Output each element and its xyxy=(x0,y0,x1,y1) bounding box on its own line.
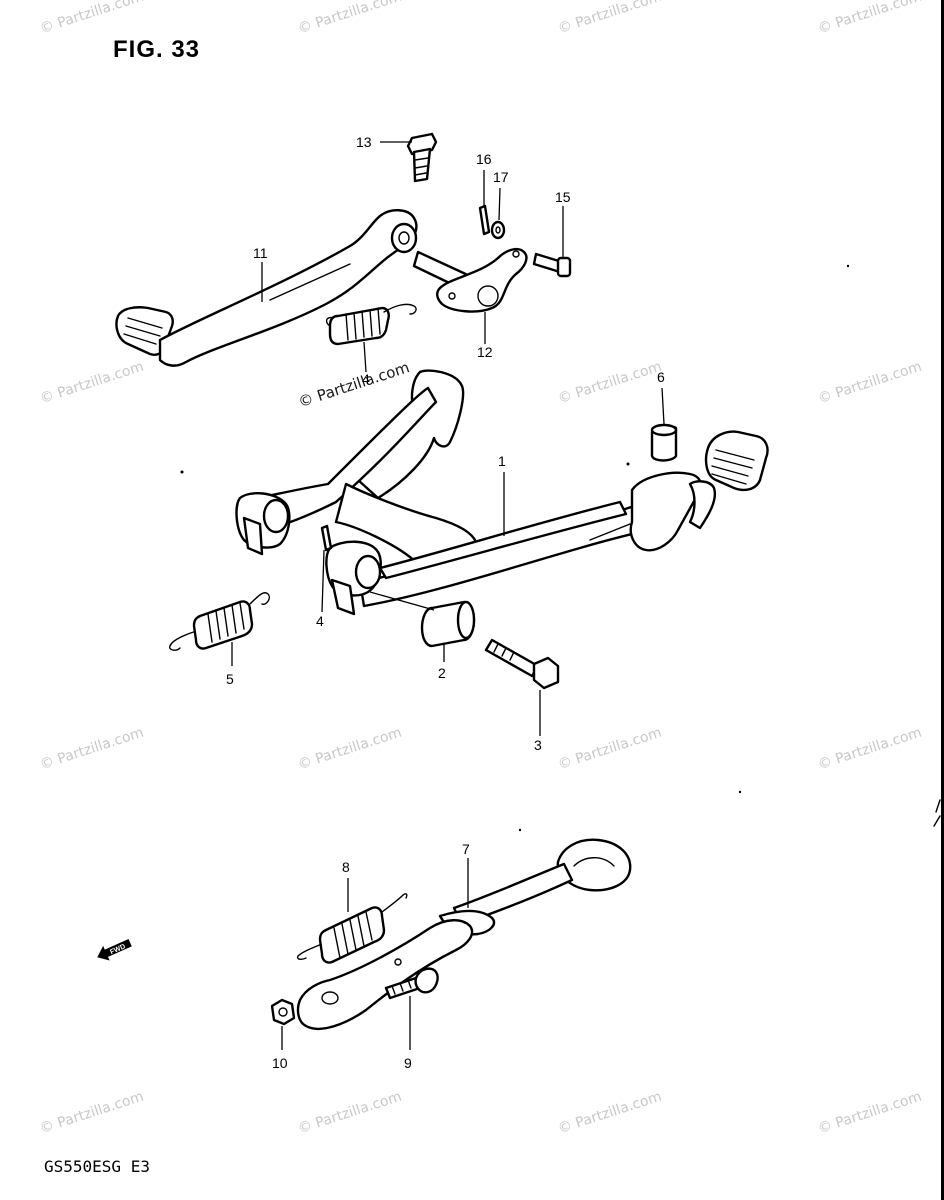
callout-5[interactable]: 5 xyxy=(226,671,234,687)
callout-13[interactable]: 13 xyxy=(356,134,372,150)
part-17-washer[interactable] xyxy=(490,220,506,240)
leader-4-lower xyxy=(321,549,325,613)
callout-2[interactable]: 2 xyxy=(438,665,446,681)
scan-dot xyxy=(738,790,742,794)
scan-mark xyxy=(933,799,941,827)
callout-4-upper[interactable]: 4 xyxy=(362,371,370,387)
part-15-pin[interactable] xyxy=(532,252,572,278)
scan-dot xyxy=(626,462,630,466)
leader-2-axis xyxy=(369,591,435,611)
scan-dot xyxy=(518,828,522,832)
figure-title: FIG. 33 xyxy=(113,36,201,63)
callout-17[interactable]: 17 xyxy=(493,169,509,185)
part-9-bolt[interactable] xyxy=(384,967,439,1000)
model-code: GS550ESG E3 xyxy=(44,1157,150,1176)
callout-8[interactable]: 8 xyxy=(342,859,350,875)
fwd-label: FWD xyxy=(109,943,126,956)
callout-7[interactable]: 7 xyxy=(462,841,470,857)
part-10-nut[interactable] xyxy=(270,998,296,1026)
fwd-arrow-icon: FWD xyxy=(97,939,132,961)
part-4-cotter-pin[interactable] xyxy=(320,524,333,552)
callout-3[interactable]: 3 xyxy=(534,737,542,753)
leader-4-upper xyxy=(363,341,367,373)
part-8-spring[interactable] xyxy=(296,893,408,964)
scan-dot xyxy=(180,470,184,474)
leader-6 xyxy=(661,387,665,425)
part-3-bolt[interactable] xyxy=(484,638,560,690)
callout-6[interactable]: 6 xyxy=(657,369,665,385)
part-12-brake-arm[interactable] xyxy=(412,247,528,313)
part-11-brake-pedal[interactable] xyxy=(115,209,418,367)
part-6-stopper[interactable] xyxy=(650,423,678,462)
part-13-bolt[interactable] xyxy=(406,132,438,183)
callout-10[interactable]: 10 xyxy=(272,1055,288,1071)
part-5-spring[interactable] xyxy=(169,592,271,651)
part-7-side-stand[interactable] xyxy=(296,838,632,1031)
leader-17 xyxy=(498,187,501,221)
callout-1[interactable]: 1 xyxy=(498,453,506,469)
callout-15[interactable]: 15 xyxy=(555,189,571,205)
callout-4-lower[interactable]: 4 xyxy=(316,613,324,629)
scan-dot xyxy=(846,264,850,268)
part-1-center-stand[interactable] xyxy=(235,369,769,616)
callout-16[interactable]: 16 xyxy=(476,151,492,167)
callout-9[interactable]: 9 xyxy=(404,1055,412,1071)
callout-12[interactable]: 12 xyxy=(477,344,493,360)
page-edge xyxy=(941,0,944,1200)
part-2-collar[interactable] xyxy=(420,600,476,648)
callout-11[interactable]: 11 xyxy=(253,245,268,261)
part-16-cotter-pin[interactable] xyxy=(478,204,491,236)
part-4-spring-upper[interactable] xyxy=(325,303,417,346)
